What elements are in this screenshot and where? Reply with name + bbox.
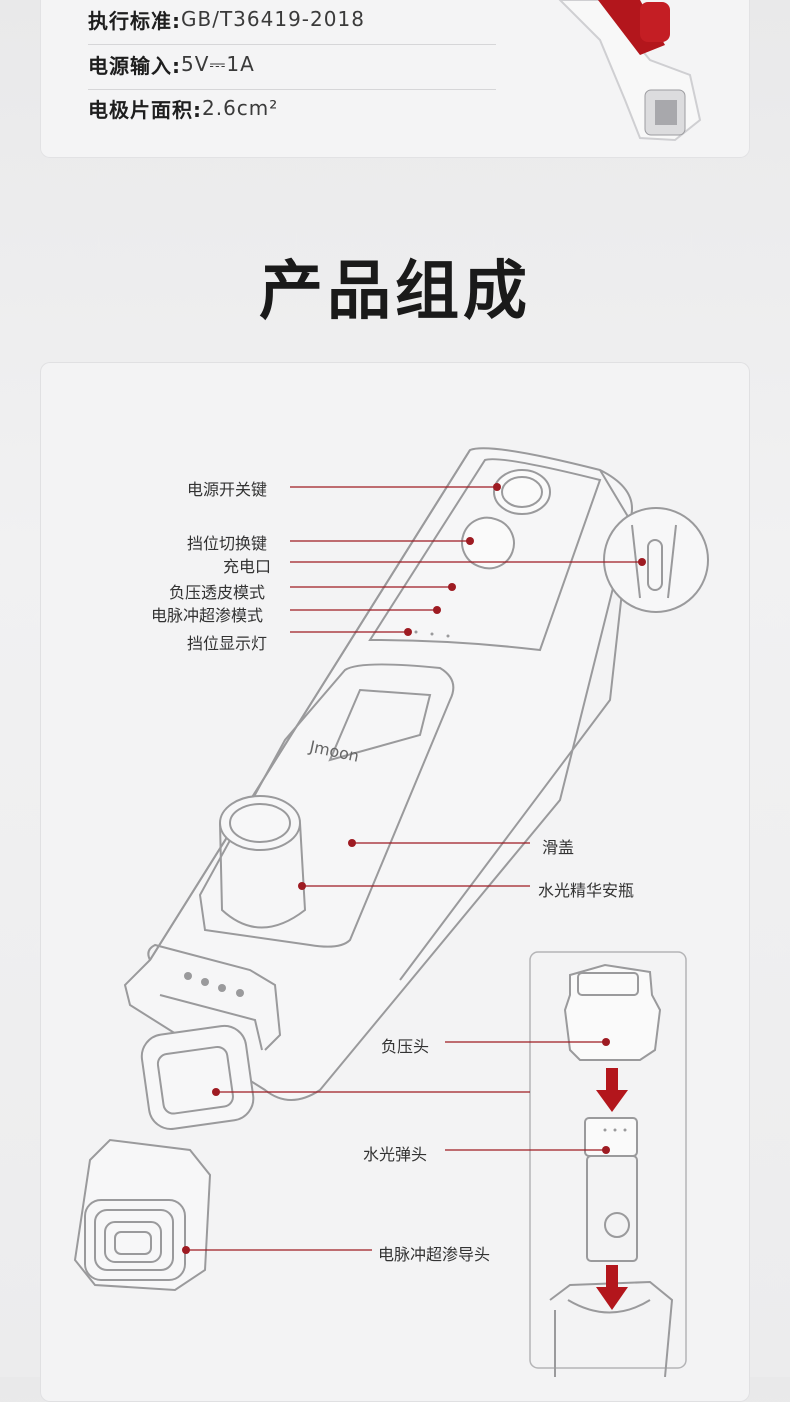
label-pulse-mode: 电脉冲超渗模式 <box>151 602 263 626</box>
label-negative-head: 负压头 <box>381 1033 429 1057</box>
label-level-light: 挡位显示灯 <box>187 630 267 654</box>
label-slide-cover: 滑盖 <box>542 834 574 858</box>
label-water-head: 水光弹头 <box>363 1141 427 1165</box>
label-power-key: 电源开关键 <box>187 476 267 500</box>
arrow-down-icon <box>596 1068 628 1310</box>
label-pulse-head: 电脉冲超渗导头 <box>378 1241 490 1265</box>
label-mode-switch-key: 挡位切换键 <box>187 530 267 554</box>
label-ampoule: 水光精华安瓶 <box>538 877 634 901</box>
label-negative-pressure-mode: 负压透皮模式 <box>169 579 265 603</box>
label-charge-port: 充电口 <box>223 553 271 577</box>
